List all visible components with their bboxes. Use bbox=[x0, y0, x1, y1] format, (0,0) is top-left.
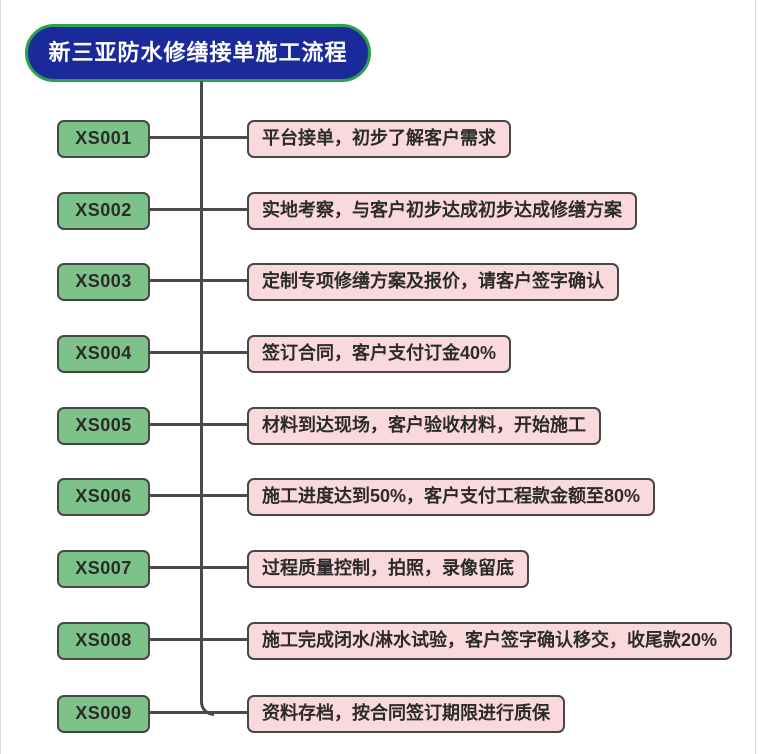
step-desc-node[interactable]: 过程质量控制，拍照，录像留底 bbox=[247, 550, 529, 588]
step-code-node[interactable]: XS007 bbox=[57, 550, 150, 588]
step-desc-node[interactable]: 平台接单，初步了解客户需求 bbox=[247, 120, 511, 158]
flow-row: XS005 材料到达现场，客户验收材料，开始施工 bbox=[0, 407, 767, 445]
flow-row: XS002 实地考察，与客户初步达成初步达成修缮方案 bbox=[0, 192, 767, 230]
step-code-node[interactable]: XS004 bbox=[57, 335, 150, 373]
step-code-node[interactable]: XS001 bbox=[57, 120, 150, 158]
connector-line bbox=[150, 711, 247, 714]
flow-title-node[interactable]: 新三亚防水修缮接单施工流程 bbox=[25, 24, 371, 82]
flow-row: XS006 施工进度达到50%，客户支付工程款金额至80% bbox=[0, 478, 767, 516]
step-code-node[interactable]: XS009 bbox=[57, 695, 150, 733]
connector-line bbox=[150, 351, 247, 354]
step-desc-node[interactable]: 定制专项修缮方案及报价，请客户签字确认 bbox=[247, 263, 619, 301]
trunk-curve-line bbox=[200, 702, 214, 716]
connector-line bbox=[150, 136, 247, 139]
step-desc-node[interactable]: 施工进度达到50%，客户支付工程款金额至80% bbox=[247, 478, 656, 516]
page-edge-right bbox=[755, 0, 756, 754]
connector-line bbox=[150, 279, 247, 282]
step-desc-node[interactable]: 实地考察，与客户初步达成初步达成修缮方案 bbox=[247, 192, 637, 230]
step-desc-node[interactable]: 资料存档，按合同签订期限进行质保 bbox=[247, 695, 565, 733]
step-code-node[interactable]: XS002 bbox=[57, 192, 150, 230]
flow-row: XS009 资料存档，按合同签订期限进行质保 bbox=[0, 695, 767, 733]
step-code-node[interactable]: XS006 bbox=[57, 478, 150, 516]
connector-line bbox=[150, 566, 247, 569]
step-code-node[interactable]: XS005 bbox=[57, 407, 150, 445]
step-code-node[interactable]: XS008 bbox=[57, 622, 150, 660]
connector-line bbox=[150, 208, 247, 211]
flow-row: XS007 过程质量控制，拍照，录像留底 bbox=[0, 550, 767, 588]
connector-line bbox=[150, 423, 247, 426]
step-desc-node[interactable]: 材料到达现场，客户验收材料，开始施工 bbox=[247, 407, 601, 445]
flow-row: XS004 签订合同，客户支付订金40% bbox=[0, 335, 767, 373]
trunk-line bbox=[200, 81, 203, 702]
flow-row: XS003 定制专项修缮方案及报价，请客户签字确认 bbox=[0, 263, 767, 301]
flow-row: XS008 施工完成闭水/淋水试验，客户签字确认移交，收尾款20% bbox=[0, 622, 767, 660]
page-edge-left bbox=[0, 0, 1, 754]
connector-line bbox=[150, 494, 247, 497]
flow-row: XS001 平台接单，初步了解客户需求 bbox=[0, 120, 767, 158]
connector-line bbox=[150, 638, 247, 641]
step-desc-node[interactable]: 施工完成闭水/淋水试验，客户签字确认移交，收尾款20% bbox=[247, 622, 733, 660]
step-code-node[interactable]: XS003 bbox=[57, 263, 150, 301]
step-desc-node[interactable]: 签订合同，客户支付订金40% bbox=[247, 335, 512, 373]
